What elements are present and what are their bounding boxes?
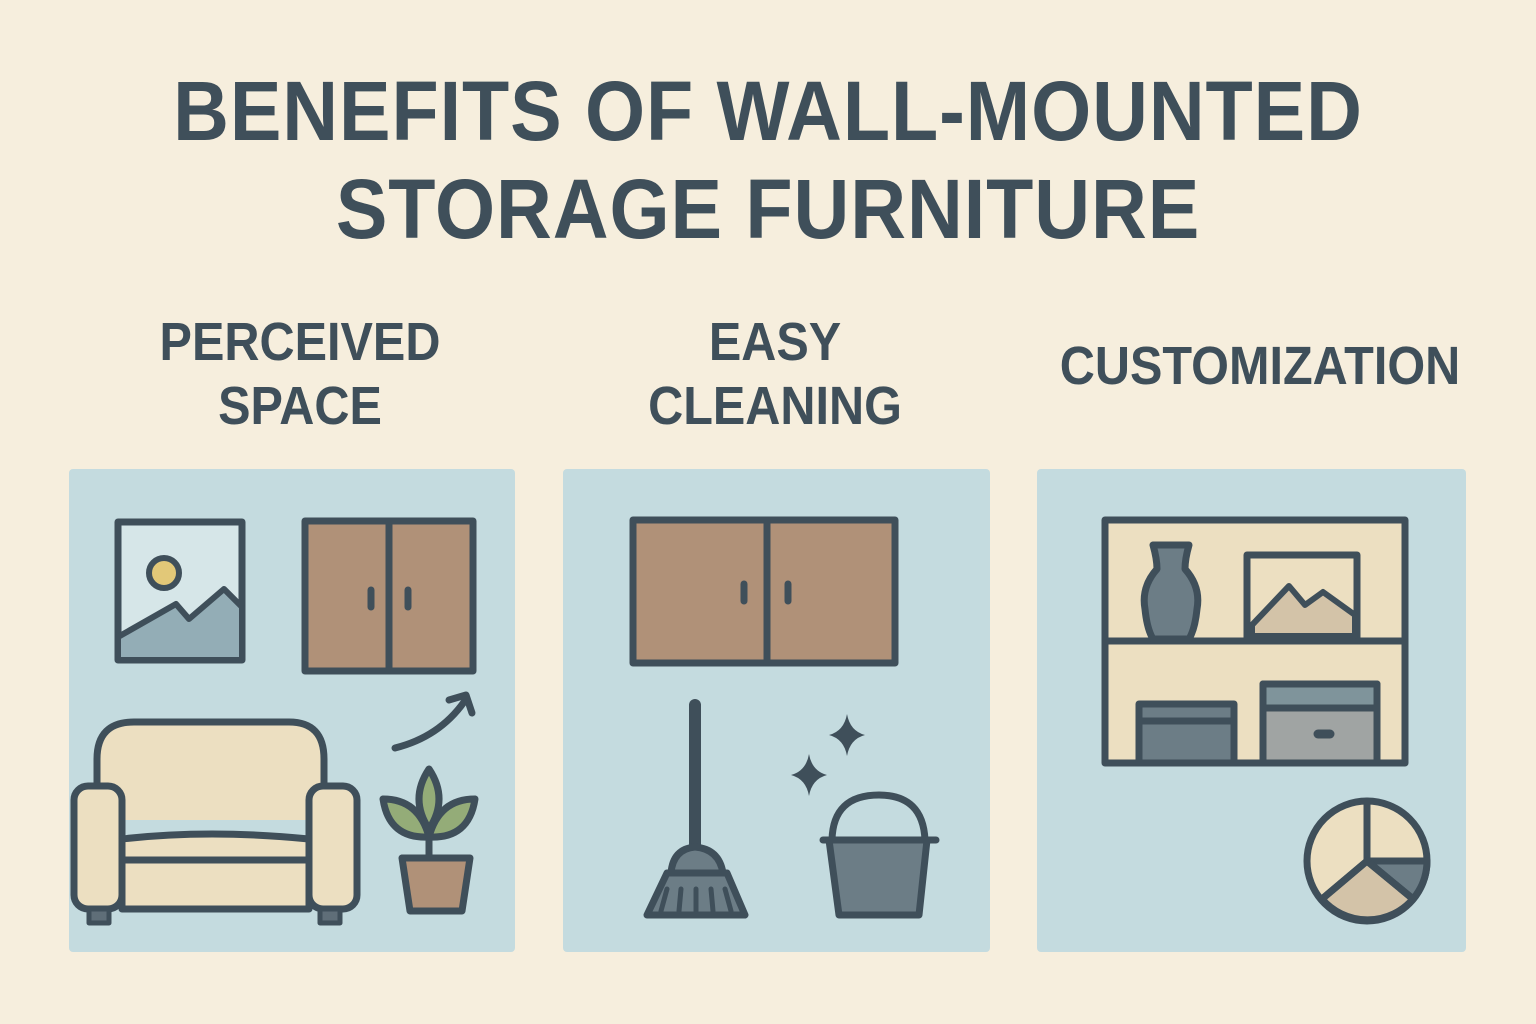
title-line-1: BENEFITS OF WALL-MOUNTED: [173, 64, 1363, 158]
heading-easy-cleaning: EASY CLEANING: [586, 310, 964, 438]
page-title: BENEFITS OF WALL-MOUNTED STORAGE FURNITU…: [61, 62, 1474, 258]
heading-line-1: EASY: [708, 312, 842, 372]
up-arrow-icon: [391, 691, 476, 752]
heading-line-2: CLEANING: [648, 376, 902, 436]
heading-line-1: CUSTOMIZATION: [1059, 336, 1461, 396]
title-line-2: STORAGE FURNITURE: [335, 162, 1201, 256]
panel-perceived-space: [69, 469, 515, 952]
framed-picture-icon: [1243, 551, 1361, 643]
sparkle-icon: [791, 714, 865, 796]
vase-icon: [1140, 541, 1202, 643]
heading-perceived-space: PERCEIVED SPACE: [111, 310, 489, 438]
pie-chart-icon: [1303, 797, 1431, 925]
framed-picture-icon: [114, 518, 246, 664]
bucket-icon: [819, 791, 940, 919]
panel-customization: [1037, 469, 1466, 952]
potted-plant-icon: [379, 765, 479, 915]
armchair-icon: [70, 718, 361, 926]
heading-line-1: PERCEIVED: [159, 312, 441, 372]
wall-cabinet-icon: [629, 516, 899, 667]
broom-icon: [643, 699, 749, 919]
heading-customization: CUSTOMIZATION: [1044, 334, 1476, 398]
storage-box-icon: [1135, 680, 1381, 767]
panel-easy-cleaning: [563, 469, 990, 952]
heading-line-2: SPACE: [218, 376, 382, 436]
wall-cabinet-icon: [301, 517, 477, 675]
